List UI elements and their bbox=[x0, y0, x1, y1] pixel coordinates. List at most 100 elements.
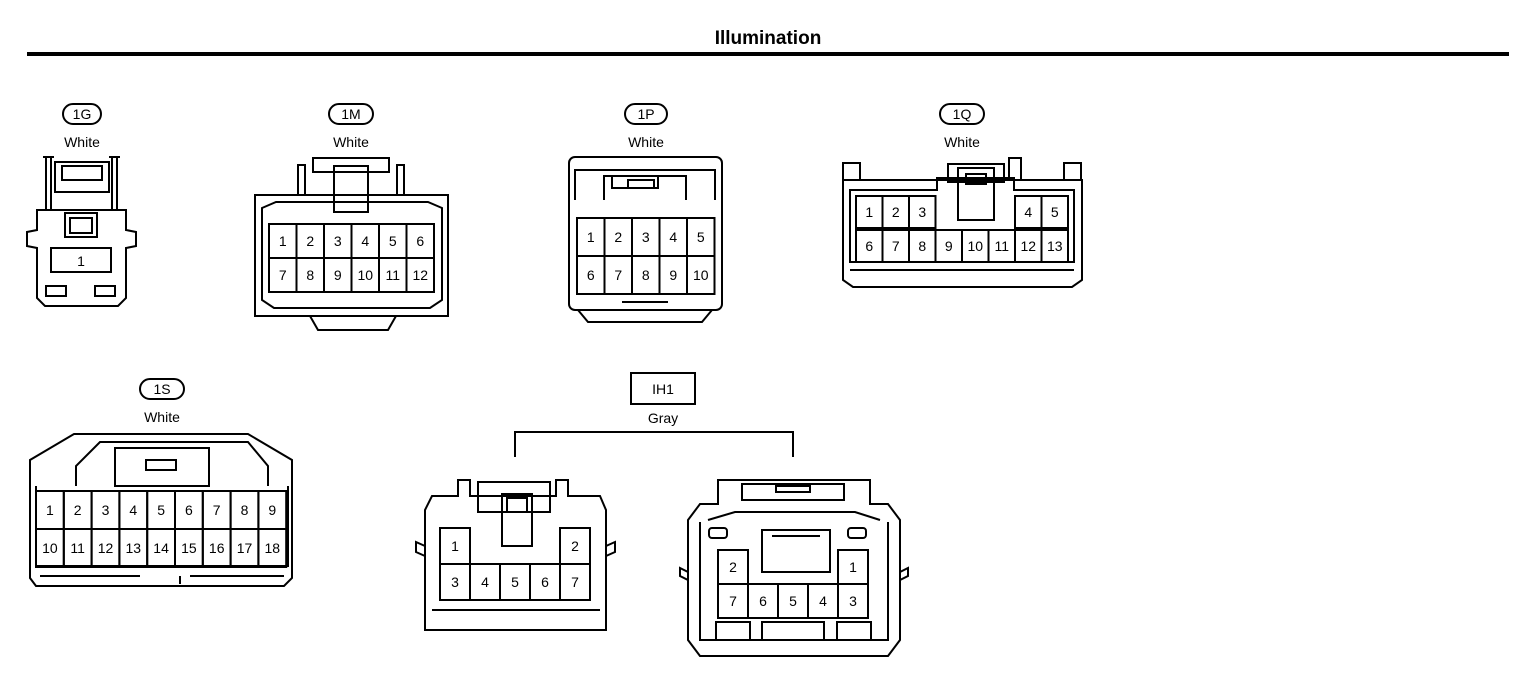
pin-label: 6 bbox=[185, 502, 193, 518]
pin-cavity bbox=[405, 257, 435, 293]
pin-label: 9 bbox=[268, 502, 276, 518]
pin-label: 7 bbox=[892, 238, 900, 254]
pin-label: 15 bbox=[181, 540, 197, 556]
pin-label: 11 bbox=[994, 238, 1009, 254]
pin-cavity bbox=[1040, 195, 1069, 229]
connector-color: White bbox=[944, 134, 980, 150]
pin-label: 1 bbox=[279, 233, 287, 249]
pin-label: 7 bbox=[614, 267, 622, 283]
pin-label: 4 bbox=[1024, 204, 1032, 220]
connector-housing bbox=[842, 157, 1083, 288]
connector-color: White bbox=[64, 134, 100, 150]
pin-label: 2 bbox=[892, 204, 900, 220]
pin-label: 14 bbox=[153, 540, 169, 556]
pin-label: 3 bbox=[451, 574, 459, 590]
pin-label: 4 bbox=[819, 593, 827, 609]
pin-label: 4 bbox=[669, 229, 677, 245]
pin-label: 1 bbox=[77, 253, 85, 269]
pin-label: 8 bbox=[306, 267, 314, 283]
pin-label: 3 bbox=[334, 233, 342, 249]
pin-label: 4 bbox=[481, 574, 489, 590]
pin-label: 10 bbox=[42, 540, 58, 556]
pin-label: 6 bbox=[416, 233, 424, 249]
pin-label: 7 bbox=[213, 502, 221, 518]
connector-IH1-female-housing bbox=[679, 479, 909, 657]
pin-label: 9 bbox=[334, 267, 342, 283]
pin-label: 7 bbox=[279, 267, 287, 283]
pin-label: 6 bbox=[587, 267, 595, 283]
pin-label: 2 bbox=[614, 229, 622, 245]
connector-code: 1S bbox=[153, 381, 170, 397]
pin-label: 2 bbox=[729, 559, 737, 575]
pin-label: 9 bbox=[669, 267, 677, 283]
connector-IH1-male-housing bbox=[415, 479, 616, 631]
pin-cavity bbox=[837, 583, 869, 619]
pin-label: 1 bbox=[849, 559, 857, 575]
pin-label: 10 bbox=[693, 267, 709, 283]
pin-label: 1 bbox=[451, 538, 459, 554]
connector-code: 1P bbox=[637, 106, 654, 122]
connector-color: Gray bbox=[648, 410, 678, 426]
pin-label: 16 bbox=[209, 540, 225, 556]
connector-housing bbox=[568, 156, 723, 323]
pin-label: 13 bbox=[126, 540, 142, 556]
pin-label: 1 bbox=[865, 204, 873, 220]
pin-label: 7 bbox=[571, 574, 579, 590]
pin-label: 4 bbox=[129, 502, 137, 518]
pin-label: 17 bbox=[237, 540, 253, 556]
connector-code: 1G bbox=[73, 106, 92, 122]
pin-cavity bbox=[686, 255, 716, 295]
pin-label: 3 bbox=[918, 204, 926, 220]
title-rule bbox=[27, 52, 1509, 56]
pin-label: 8 bbox=[241, 502, 249, 518]
connector-code-badge bbox=[939, 103, 985, 125]
pin-label: 10 bbox=[357, 267, 373, 283]
pin-label: 3 bbox=[642, 229, 650, 245]
pin-label: 5 bbox=[511, 574, 519, 590]
pair-bracket bbox=[514, 431, 794, 457]
pin-label: 18 bbox=[265, 540, 281, 556]
pin-label: 11 bbox=[70, 540, 85, 556]
pin-label: 9 bbox=[945, 238, 953, 254]
pin-label: 13 bbox=[1047, 238, 1063, 254]
connector-code-box bbox=[630, 372, 696, 405]
pin-label: 8 bbox=[918, 238, 926, 254]
pin-label: 5 bbox=[697, 229, 705, 245]
connector-housing bbox=[26, 156, 137, 307]
pin-label: 5 bbox=[389, 233, 397, 249]
pin-label: 1 bbox=[46, 502, 54, 518]
pin-label: 12 bbox=[98, 540, 114, 556]
pin-label: 4 bbox=[361, 233, 369, 249]
connector-1G: 1G White 1 bbox=[26, 103, 137, 307]
pin-label: 5 bbox=[1051, 204, 1059, 220]
pin-label: 2 bbox=[74, 502, 82, 518]
pin-cavity bbox=[908, 195, 937, 229]
pin-label: 3 bbox=[102, 502, 110, 518]
pin-label: 12 bbox=[1020, 238, 1036, 254]
connector-code-badge bbox=[624, 103, 668, 125]
pin-label: 10 bbox=[967, 238, 983, 254]
pin-cavity bbox=[1040, 229, 1069, 263]
page-title: Illumination bbox=[714, 28, 822, 49]
pin-cavity bbox=[559, 563, 591, 601]
connector-code-badge bbox=[328, 103, 374, 125]
connector-color: White bbox=[144, 409, 180, 425]
connector-color: White bbox=[628, 134, 664, 150]
pin-label: 2 bbox=[571, 538, 579, 554]
connector-code-badge bbox=[139, 378, 185, 400]
pin-label: 3 bbox=[849, 593, 857, 609]
pin-label: 11 bbox=[385, 267, 400, 283]
pin-label: 2 bbox=[306, 233, 314, 249]
pin-label: 6 bbox=[865, 238, 873, 254]
